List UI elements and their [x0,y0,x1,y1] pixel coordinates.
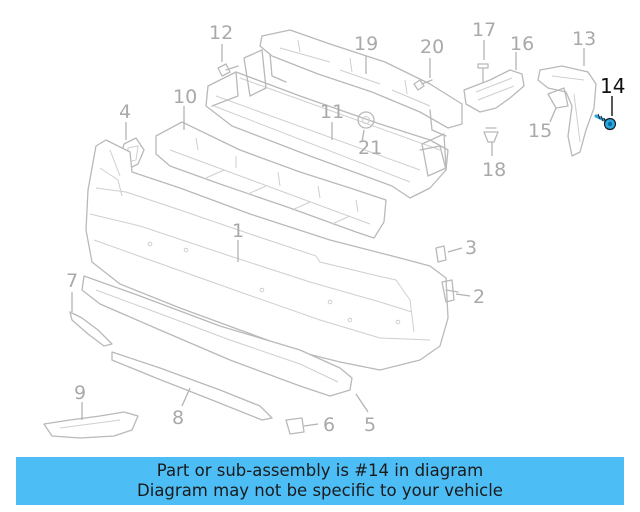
callout-16: 16 [510,33,534,55]
callout-10: 10 [173,86,197,108]
part-11-impact-beam [205,49,449,199]
part-8-strip [111,351,273,421]
callout-3: 3 [465,237,477,259]
part-21-nut [357,111,375,129]
callout-21: 21 [358,137,382,159]
callout-4: 4 [119,101,131,123]
callout-5: 5 [364,414,376,436]
callout-2: 2 [473,286,485,308]
callout-labels: 12 10 4 11 19 20 17 16 13 14 15 21 18 1 … [66,19,625,436]
part-6-clip [285,417,305,435]
callout-19: 19 [354,33,378,55]
callout-6: 6 [323,414,335,436]
callout-1: 1 [232,220,244,242]
part-18-clip [483,127,499,143]
callout-20: 20 [420,36,444,58]
part-15-bracket [547,87,569,109]
callout-17: 17 [472,19,496,41]
part-10-absorber [155,121,387,239]
callout-13: 13 [572,28,596,50]
part-17-bolt [477,63,489,83]
part-9-molding [43,411,139,439]
part-14-bolt-highlighted [594,113,617,131]
callout-12: 12 [209,22,233,44]
part-3-clip [435,245,447,263]
part-13-support [537,65,597,157]
callout-11: 11 [320,101,344,123]
part-19-bracket [259,29,463,137]
parts-diagram: 12 10 4 11 19 20 17 16 13 14 15 21 18 1 … [43,19,625,439]
callout-9: 9 [74,382,86,404]
part-2-screw [441,279,459,303]
part-1-bumper-cover [85,139,449,371]
part-7-trim [69,311,113,347]
callout-8: 8 [172,407,184,429]
callout-14: 14 [600,74,625,98]
callout-7: 7 [66,270,78,292]
banner-line-1: Part or sub-assembly is #14 in diagram [156,461,484,480]
part-16-bracket [463,69,525,113]
callout-18: 18 [482,159,506,181]
part-12-bolt [217,63,239,77]
info-banner: Part or sub-assembly is #14 in diagram D… [16,457,624,505]
part-20-bolt [413,79,433,91]
banner-line-2: Diagram may not be specific to your vehi… [137,481,503,500]
leader-lines [71,40,613,427]
callout-15: 15 [528,120,552,142]
part-5-valance [81,275,353,397]
